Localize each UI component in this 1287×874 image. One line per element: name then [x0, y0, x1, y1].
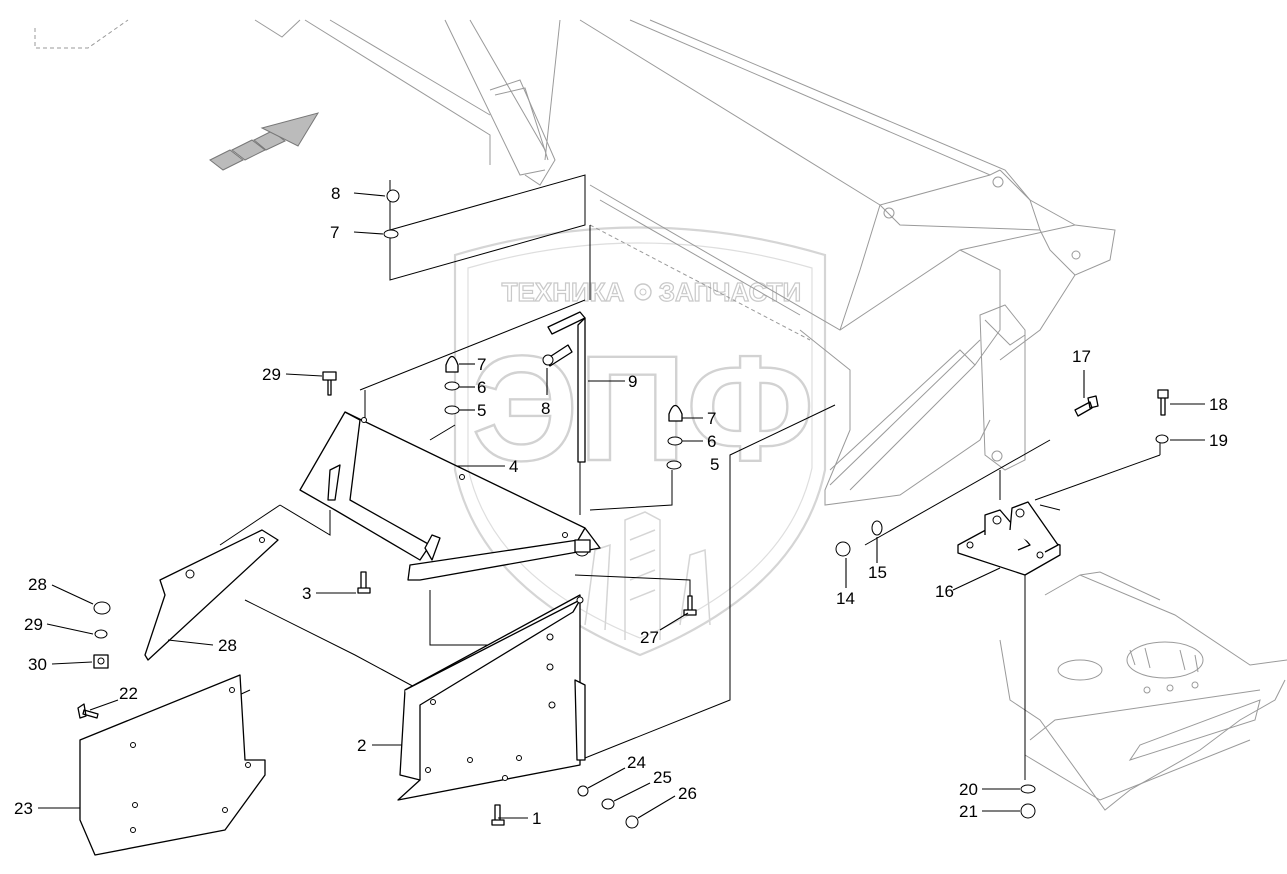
callout-label: 14	[836, 589, 855, 608]
callout-label: 8	[331, 184, 340, 203]
callout-label: 3	[302, 584, 311, 603]
washer-6a-icon	[444, 381, 460, 391]
nut-12-icon	[835, 541, 851, 557]
callout-label: 27	[640, 628, 659, 647]
washer-5a-icon	[444, 405, 460, 415]
washer-5b-icon	[666, 460, 682, 470]
bolt-20-icon	[77, 703, 99, 719]
callout-label: 17	[1072, 347, 1091, 366]
callout-label: 4	[509, 457, 518, 476]
shackle-7a-icon	[445, 355, 459, 373]
callout-label: 1	[532, 809, 541, 828]
machine-frame	[34, 19, 1287, 811]
part-2-lower-panel	[397, 594, 586, 801]
gear-icon	[634, 283, 652, 301]
nut-19-icon	[1020, 803, 1036, 819]
callout-label: 7	[707, 409, 716, 428]
callout-label: 24	[627, 753, 646, 772]
callout-label: 30	[28, 655, 47, 674]
washer-18-icon	[1020, 784, 1036, 794]
part-4-upper-shield	[299, 411, 601, 581]
washer-22-icon	[577, 785, 589, 797]
callout-label: 26	[678, 784, 697, 803]
washer-13-icon	[871, 520, 883, 536]
washer-6b-icon	[667, 436, 683, 446]
callout-labels: 8 7 29 7 7 6 5 8 8 8 8 8 8 8 8 8 8 8 8 8…	[14, 184, 1228, 828]
callout-label: 5	[710, 455, 719, 474]
washer-17-icon	[1155, 434, 1169, 444]
watermark-shield	[453, 226, 827, 657]
callout-leaders	[38, 192, 1205, 819]
watermark-wheat	[584, 511, 711, 640]
shackle-7b-icon	[668, 404, 683, 422]
nut-11-icon	[386, 189, 400, 203]
callout-label: 7	[477, 355, 486, 374]
bolt-16-icon	[1157, 389, 1169, 416]
callout-label: 5	[477, 401, 486, 420]
callout-label: 15	[868, 563, 887, 582]
callout-label: 9	[628, 372, 637, 391]
part-9-rod	[547, 311, 586, 463]
callout-label: 6	[707, 432, 716, 451]
washer-28-icon	[93, 601, 111, 615]
callout-label: 8	[541, 399, 550, 418]
callout-label: 18	[1209, 395, 1228, 414]
part-8-pin	[542, 344, 573, 367]
callout-label: 29	[262, 365, 281, 384]
callout-label: 29	[24, 615, 43, 634]
callout-label: 2	[357, 736, 366, 755]
callout-label: 20	[959, 780, 978, 799]
callout-label: 28	[218, 636, 237, 655]
callout-label: 28	[28, 575, 47, 594]
bolt-27-icon	[322, 371, 337, 396]
part-26-bracket	[144, 529, 279, 661]
watermark-brand-left: ТЕХНИКА	[502, 277, 625, 307]
watermark: ТЕХНИКА ЗАПЧАСТИ ЭПФ	[453, 226, 827, 657]
part-21-plate	[79, 674, 266, 856]
washer-10-icon	[383, 229, 399, 239]
watermark-logo-letters: ЭПФ	[472, 324, 815, 492]
callout-label: 7	[330, 223, 339, 242]
bolt-1-icon	[491, 804, 505, 826]
callout-label: 6	[477, 378, 486, 397]
callout-label: 21	[959, 802, 978, 821]
watermark-brand-right: ЗАПЧАСТИ	[659, 277, 802, 307]
washer-23-icon	[601, 798, 615, 810]
hardware	[77, 189, 1169, 829]
bolt-25-icon	[683, 595, 697, 616]
direction-arrow-icon	[209, 112, 320, 171]
bolt-15-icon	[1074, 395, 1099, 417]
callout-label: 23	[14, 799, 33, 818]
callout-label: 19	[1209, 431, 1228, 450]
nut-24-icon	[625, 815, 639, 829]
washer-29-icon	[94, 629, 108, 639]
callout-label: 16	[935, 582, 954, 601]
callout-label: 22	[119, 684, 138, 703]
callout-label: 25	[653, 768, 672, 787]
bolt-3-icon	[357, 571, 371, 594]
part-14-hitch-bracket	[957, 501, 1061, 576]
